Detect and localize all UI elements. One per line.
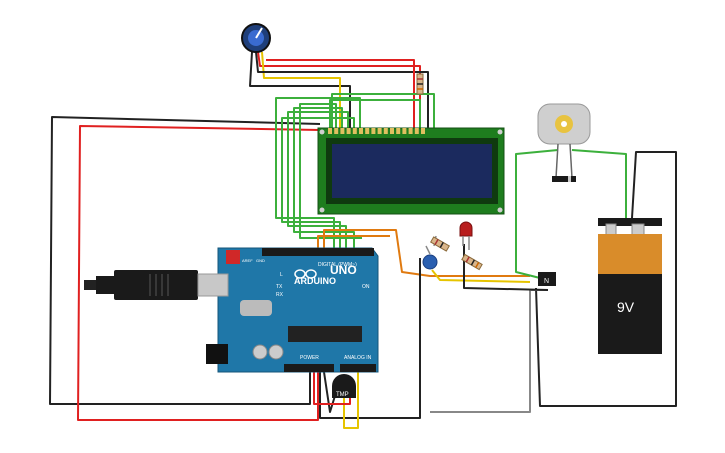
diode-icon: [552, 176, 576, 182]
wire-orange-1: [323, 229, 530, 277]
wire-green-5: [281, 117, 355, 248]
power-header-label: POWER: [300, 355, 319, 361]
capacitor: [422, 235, 450, 270]
lcd-screen: [332, 144, 492, 198]
lcd-pin: [402, 128, 407, 134]
lcd-pin-header: [328, 128, 425, 134]
wire-black-battery: [535, 151, 677, 407]
wire-green-motor: [515, 149, 559, 279]
lcd-pin: [383, 128, 388, 134]
power-header: [284, 364, 334, 372]
transistor-label: N: [544, 278, 549, 285]
board-model: UNO: [330, 263, 357, 277]
pin-label-on: ON: [362, 284, 370, 290]
led-icon: [459, 221, 473, 237]
lcd-pin: [334, 128, 339, 134]
arduino-uno: ARDUINO UNO DIGITAL (PWM~) POWER ANALOG …: [206, 247, 379, 373]
power-jack[interactable]: [206, 344, 228, 364]
microcontroller-chip: [288, 326, 362, 342]
lcd-pin: [340, 128, 345, 134]
board-brand: ARDUINO: [294, 276, 336, 286]
led: [459, 221, 483, 271]
resistor-lcd: [416, 73, 424, 95]
wire-black-left: [49, 116, 321, 405]
wire-pot-black2: [255, 51, 429, 128]
wire-pot-black: [249, 51, 351, 128]
reset-button[interactable]: [226, 250, 240, 264]
potentiometer[interactable]: [241, 23, 271, 53]
lcd-pin: [396, 128, 401, 134]
lcd-pin: [371, 128, 376, 134]
pin-label-rx: RX: [276, 292, 284, 298]
wire-green-battery: [571, 149, 627, 218]
wire-layer: [49, 51, 677, 429]
lcd-pin: [328, 128, 332, 134]
analog-header: [340, 364, 376, 372]
wire-red-resistor: [266, 59, 415, 128]
wire-green-6: [275, 97, 361, 248]
usb-cable-icon: [197, 273, 229, 297]
wire-tmp-yellow: [343, 372, 359, 429]
lcd-pin: [352, 128, 357, 134]
pin-label-gnd: GND: [256, 258, 265, 263]
lcd-display: [317, 127, 505, 215]
wire-orange-2: [317, 235, 390, 248]
tmp-label: TMP: [336, 392, 349, 398]
pin-label-l: L: [280, 272, 283, 278]
resistor-led: [461, 253, 483, 271]
transistor: N: [538, 272, 556, 286]
analog-header-label: ANALOG IN: [344, 355, 372, 361]
lcd-pin: [377, 128, 382, 134]
knob-icon: [255, 27, 263, 39]
wire-black-gnd: [319, 258, 421, 419]
usb-cable[interactable]: [84, 270, 229, 300]
wire-pot-yellow: [261, 51, 341, 128]
capacitor-icon: [422, 254, 438, 270]
wire-green-7: [329, 99, 421, 130]
digital-header: [262, 248, 374, 256]
wire-yellow-led: [431, 269, 531, 283]
battery-label: 9V: [617, 299, 635, 315]
arduino-logo-icon: [294, 269, 317, 279]
lcd-pin: [408, 128, 413, 134]
lcd-pin: [390, 128, 394, 134]
wire-pot-red: [257, 51, 421, 128]
digital-header-label: DIGITAL (PWM~): [318, 262, 357, 268]
crystal: [240, 300, 272, 316]
wire-gray-transistor: [430, 289, 548, 413]
pin-label-tx: TX: [276, 284, 283, 290]
lcd-pin: [414, 128, 419, 134]
dc-motor: [537, 103, 591, 182]
lcd-pin: [359, 128, 363, 134]
lcd-pin: [421, 128, 425, 134]
lcd-pin: [346, 128, 351, 134]
battery-9v: 9V: [598, 218, 662, 354]
pin-label-aref: AREF: [242, 258, 253, 263]
lcd-pin: [365, 128, 370, 134]
temperature-sensor: TMP: [332, 374, 356, 398]
